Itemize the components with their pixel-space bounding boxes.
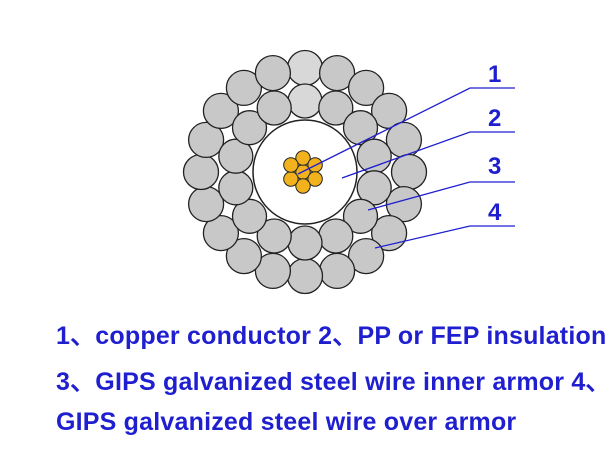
callout-number-3: 3: [488, 153, 501, 180]
callout-number-4: 4: [488, 199, 502, 226]
inner-armor-wire: [231, 198, 268, 234]
outer-armor-wire: [370, 214, 408, 252]
outer-armor-wires: [182, 49, 428, 295]
inner-armor-wire: [342, 110, 379, 146]
outer-armor-wire: [318, 252, 356, 290]
inner-armor-wire: [342, 198, 379, 234]
inner-armor-wire: [318, 90, 354, 126]
inner-armor-wire: [231, 110, 268, 146]
outer-armor-wire: [286, 49, 324, 87]
outer-armor-wire: [286, 257, 324, 295]
inner-armor-wire: [218, 170, 254, 206]
outer-armor-wire: [187, 185, 225, 223]
callout-leader-lines: [297, 87, 515, 249]
caption-line-1: 1、copper conductor 2、PP or FEP insulatio…: [56, 322, 607, 350]
inner-armor-wire: [218, 138, 254, 174]
outer-armor-wire: [347, 237, 385, 275]
inner-armor-wire: [318, 218, 354, 254]
outer-armor-wire: [225, 237, 263, 275]
copper-strand: [283, 157, 299, 173]
inner-armor-wire: [256, 218, 292, 254]
inner-armor-wire: [356, 138, 392, 174]
caption-line-2: 3、GIPS galvanized steel wire inner armor…: [56, 368, 607, 396]
outer-armor-wire: [254, 54, 292, 92]
leader-line-3: [367, 181, 515, 211]
inner-armor-wire: [256, 90, 292, 126]
callout-number-1: 1: [488, 61, 501, 88]
outer-armor-wire: [385, 185, 423, 223]
outer-armor-wire: [187, 121, 225, 159]
inner-armor-wire: [287, 83, 323, 119]
copper-strand: [295, 150, 311, 166]
leader-line-4: [374, 225, 515, 249]
callout-number-2: 2: [488, 105, 501, 132]
inner-armor-wires: [218, 83, 392, 261]
copper-conductor-strands: [283, 150, 323, 194]
outer-armor-wire: [225, 69, 263, 107]
cable-cross-section-diagram: 1 2 3 4: [182, 49, 515, 295]
leader-line-1: [297, 87, 515, 175]
copper-strand: [307, 171, 323, 187]
outer-armor-wire: [390, 153, 428, 191]
inner-armor-wire: [356, 170, 392, 206]
outer-armor-wire: [202, 214, 240, 252]
outer-armor-wire: [182, 153, 220, 191]
leader-line-2: [341, 131, 515, 179]
copper-strand: [295, 178, 311, 194]
copper-strand: [283, 171, 299, 187]
outer-armor-wire: [347, 69, 385, 107]
inner-armor-wire: [287, 225, 323, 261]
outer-armor-wire: [202, 92, 240, 130]
caption-line-3: GIPS galvanized steel wire over armor: [56, 408, 517, 436]
